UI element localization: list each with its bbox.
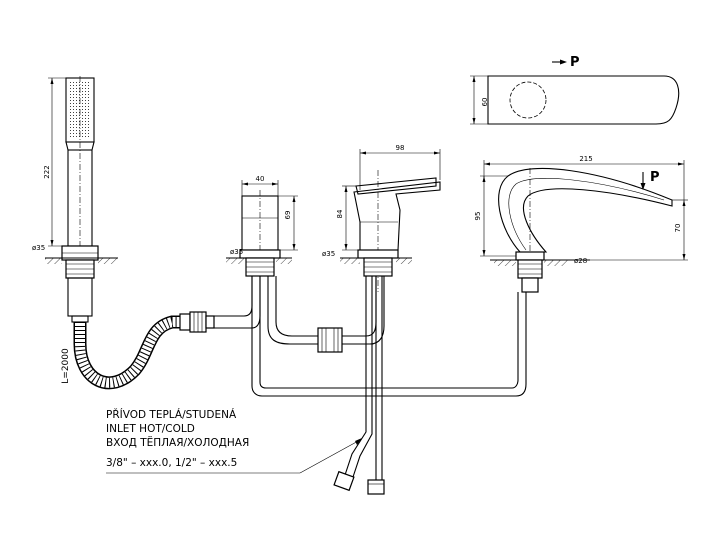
inlet-note-line1: PŘÍVOD TEPLÁ/STUDENÁ <box>106 408 237 421</box>
handshower-diameter-label: ø35 <box>32 244 45 252</box>
top-view-outline <box>487 75 680 125</box>
mixer-body <box>353 181 441 251</box>
spout: 215 95 70 ø28 P <box>474 155 688 293</box>
pipe-connector <box>317 327 343 353</box>
inlet-note-line4: 3/8" – xxx.0, 1/2" – xxx.5 <box>106 457 237 469</box>
hand-shower: 222 ø35 <box>32 76 118 323</box>
inlet-note: PŘÍVOD TEPLÁ/STUDENÁ INLET HOT/COLD ВХОД… <box>106 408 362 474</box>
inlet-note-line3: ВХОД ТЁПЛАЯ/ХОЛОДНАЯ <box>106 436 249 449</box>
pipe-connections <box>214 276 527 495</box>
spout-height-label: 95 <box>474 212 482 221</box>
spout-body <box>498 167 673 253</box>
diverter-width-label: 40 <box>256 175 265 183</box>
top-view-width-label: 60 <box>481 98 489 107</box>
mixer: 98 84 ø35 <box>322 144 441 292</box>
diverter: 40 69 ø35 <box>226 175 298 290</box>
mixer-lever <box>355 177 437 195</box>
mixer-width-label: 98 <box>396 144 405 152</box>
shower-hose: L=2000 <box>61 311 215 390</box>
diverter-diameter-label: ø35 <box>230 248 243 256</box>
spout-outlet-height-label: 70 <box>674 224 682 233</box>
handshower-height-label: 222 <box>43 165 51 178</box>
mixer-height-label: 84 <box>336 209 344 218</box>
mixer-diameter-label: ø35 <box>322 250 335 258</box>
spout-view-marker: P <box>650 170 660 185</box>
diverter-height-label: 69 <box>284 211 292 220</box>
top-view-marker: P <box>570 55 580 70</box>
spout-diameter-label: ø28 <box>574 257 587 265</box>
hose-length-label: L=2000 <box>61 348 71 384</box>
spout-length-label: 215 <box>579 155 592 163</box>
top-view: 60 P <box>470 55 680 125</box>
leader-line <box>299 439 361 474</box>
inlet-note-line2: INLET HOT/COLD <box>106 423 195 435</box>
